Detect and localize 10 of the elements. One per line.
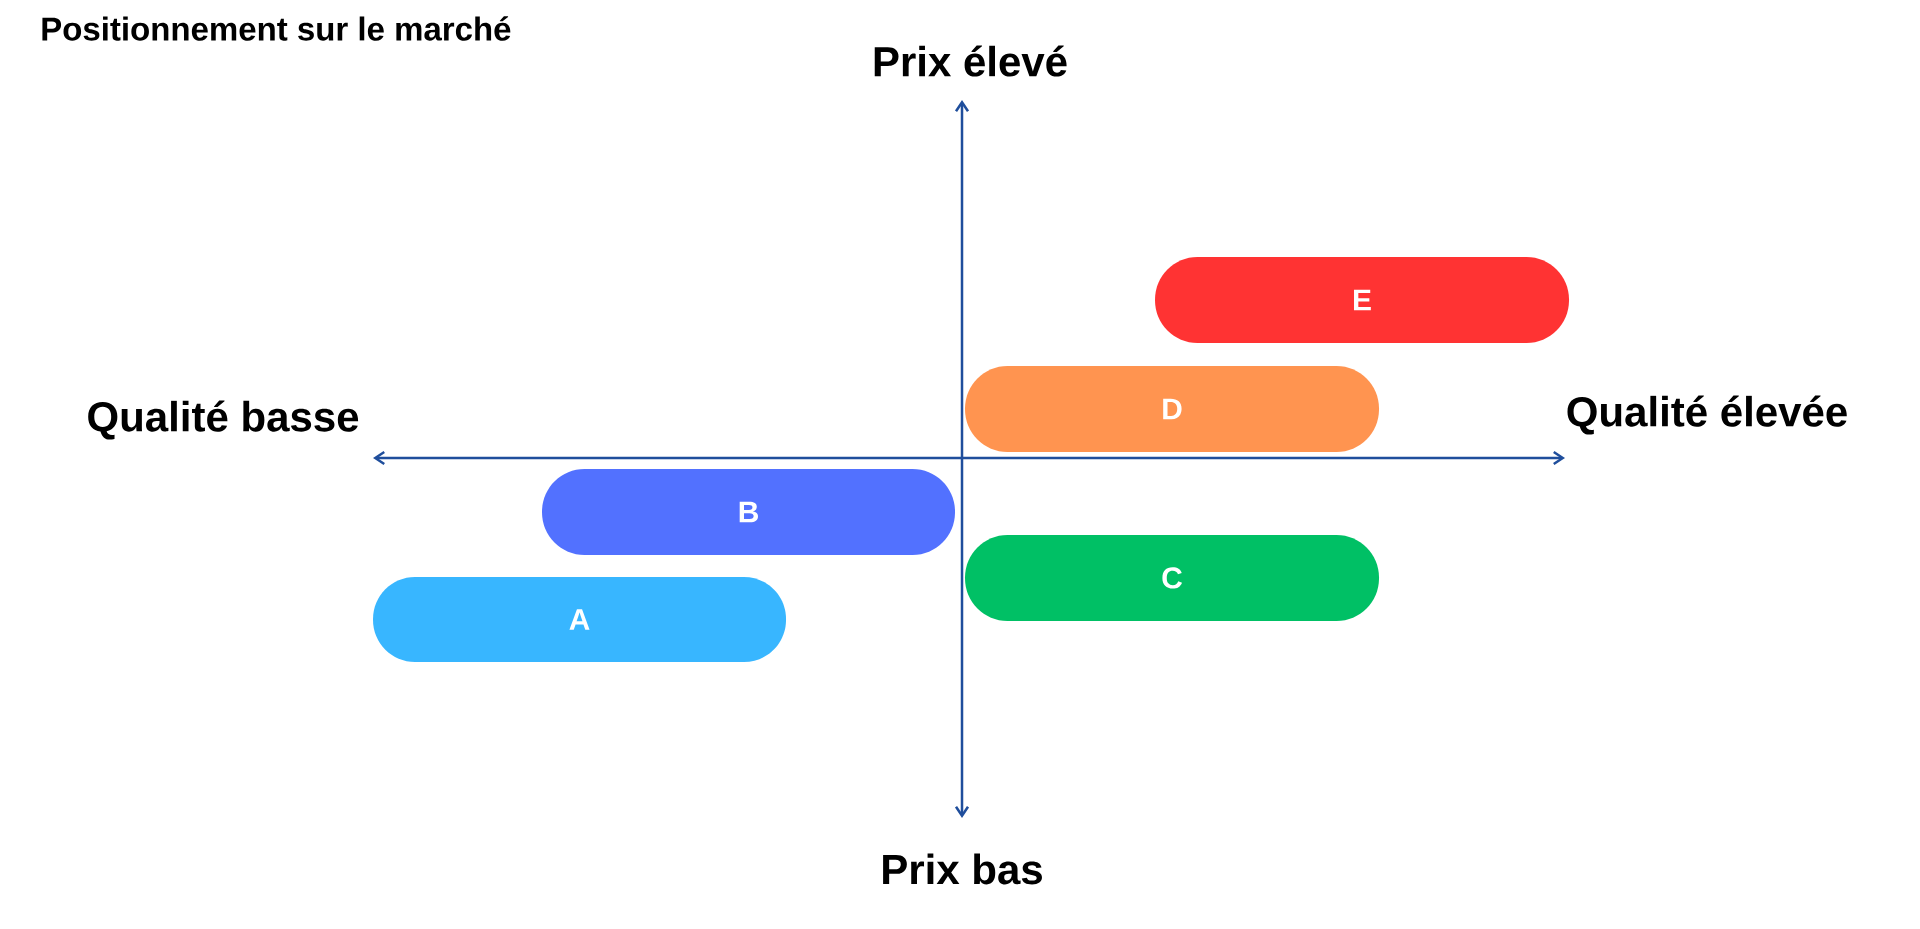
axis-label: Prix bas <box>883 853 1042 885</box>
axis-label: Qualité élevée <box>1567 395 1847 435</box>
axis-label: Qualité basse <box>88 400 359 440</box>
axis-label: Prix élevé <box>874 45 1067 77</box>
bar: C <box>965 535 1379 621</box>
bar: E <box>1155 257 1569 343</box>
bar: B <box>542 469 955 555</box>
bar: D <box>965 366 1379 452</box>
bar: A <box>373 577 786 662</box>
title: Positionnement sur le marché <box>42 16 511 41</box>
